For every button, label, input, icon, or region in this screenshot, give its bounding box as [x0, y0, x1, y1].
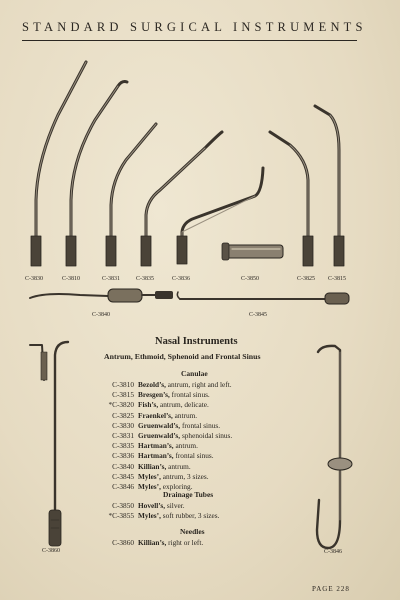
- canula-c3815-illustration: [313, 104, 345, 267]
- label-c3846: C-3846: [324, 549, 342, 555]
- label-c3825: C-3825: [297, 276, 315, 282]
- label-c3835: C-3835: [136, 276, 154, 282]
- label-c3836: C-3836: [172, 276, 190, 282]
- canula-c3810-illustration: [65, 80, 129, 267]
- canula-c3831-illustration: [105, 122, 158, 267]
- needles-heading: Needles: [180, 527, 205, 536]
- label-c3830: C-3830: [25, 276, 43, 282]
- label-c3845: C-3845: [249, 312, 267, 318]
- canula-c3845-illustration: [176, 291, 350, 305]
- label-c3810: C-3810: [62, 276, 80, 282]
- canulae-heading: Canulae: [181, 369, 208, 378]
- canula-c3835-illustration: [140, 130, 224, 267]
- canula-c3836-illustration: [176, 166, 265, 265]
- needle-c3860-illustration: [29, 340, 70, 547]
- section-subtitle: Antrum, Ethmoid, Sphenoid and Frontal Si…: [104, 352, 261, 361]
- canula-c3840-illustration: [29, 288, 173, 303]
- drainage-tube-c3850-illustration: [221, 242, 284, 261]
- canula-c3825-illustration: [268, 130, 314, 267]
- drainage-heading: Drainage Tubes: [163, 490, 214, 499]
- label-c3815: C-3815: [328, 276, 346, 282]
- canula-c3846-illustration: [315, 344, 353, 550]
- page-header: STANDARD SURGICAL INSTRUMENTS: [22, 20, 367, 34]
- page-number: PAGE 228: [312, 585, 350, 593]
- canula-c3830-illustration: [30, 60, 88, 267]
- section-title: Nasal Instruments: [155, 336, 238, 347]
- label-c3850: C-3850: [241, 276, 259, 282]
- header-rule: [22, 40, 357, 41]
- label-c3860: C-3860: [42, 548, 60, 554]
- label-c3831: C-3831: [102, 276, 120, 282]
- label-c3840: C-3840: [92, 312, 110, 318]
